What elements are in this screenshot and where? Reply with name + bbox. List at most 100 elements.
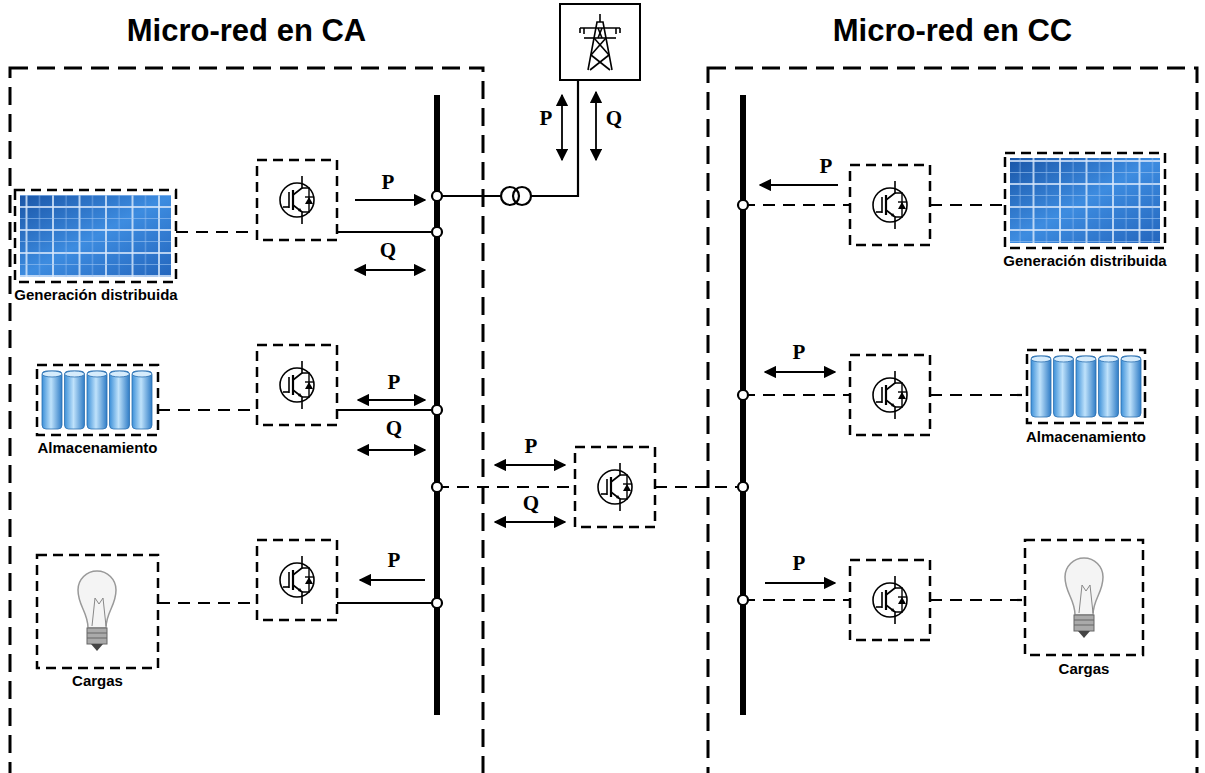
drawing-part	[1010, 158, 1160, 243]
drawing-part	[1076, 356, 1096, 362]
drawing-part	[598, 463, 632, 511]
drawing-part	[91, 644, 103, 651]
drawing-part	[337, 231, 437, 233]
flow-label: Q	[521, 493, 541, 514]
drawing-part	[1074, 625, 1094, 626]
load-bulb	[37, 555, 158, 668]
drawing-part	[738, 390, 748, 400]
component-box: Almacenamiento	[996, 428, 1176, 447]
drawing-part	[560, 4, 640, 80]
drawing-part	[738, 482, 748, 492]
drawing-part	[158, 409, 257, 411]
drawing-part	[1099, 356, 1119, 362]
drawing-part	[765, 582, 835, 584]
flow-label: P	[791, 342, 808, 363]
flow-label: P	[791, 553, 808, 574]
drawing-part	[78, 571, 116, 628]
component-box: Cargas	[1025, 660, 1143, 679]
drawing-part	[1031, 356, 1051, 417]
drawing-part	[437, 486, 575, 488]
drawing-part	[355, 199, 425, 201]
drawing-part	[495, 464, 565, 466]
component-label: Cargas	[1025, 660, 1143, 679]
component-label: Cargas	[37, 672, 158, 691]
drawing-part	[432, 227, 442, 237]
flow-label: Q	[604, 108, 624, 129]
region-title: Micro-red en CC	[708, 12, 1197, 49]
drawing-part	[37, 555, 158, 668]
drawing-part	[1065, 558, 1103, 615]
drawing-part	[873, 576, 907, 624]
drawing-part	[1079, 585, 1093, 613]
wiring	[158, 200, 1027, 608]
drawing-part	[591, 38, 606, 55]
drawing-part	[132, 371, 152, 377]
drawing-part	[930, 204, 1005, 206]
drawing-part	[65, 371, 85, 429]
drawing-part	[158, 602, 257, 604]
drawing-part	[743, 599, 850, 601]
component-box: Generación distribuida	[1000, 252, 1170, 271]
drawing-part	[42, 371, 62, 429]
drawing-part	[738, 200, 748, 210]
drawing-part	[743, 394, 850, 396]
drawing-part	[760, 184, 838, 186]
drawing-part	[432, 405, 442, 415]
drawing-part	[432, 482, 442, 492]
drawing-part	[588, 22, 612, 70]
drawing-part	[432, 191, 442, 201]
drawing-part	[1054, 356, 1074, 417]
flow-label: Q	[384, 418, 404, 439]
drawing-part	[930, 599, 1025, 601]
drawing-part	[1074, 620, 1094, 621]
drawing-part	[599, 14, 601, 22]
drawing-part	[930, 394, 1027, 396]
microgrid-region: Micro-red en CAGeneración distribuidaAlm…	[10, 8, 483, 773]
drawing-part	[850, 165, 930, 245]
drawing-part	[598, 28, 602, 38]
drawing-part	[1031, 356, 1051, 362]
drawing-part	[561, 95, 563, 160]
battery-bank	[1027, 350, 1145, 423]
drawing-part	[1078, 631, 1090, 638]
drawing-part	[765, 371, 835, 373]
drawing-part	[513, 187, 531, 205]
drawing-part	[437, 195, 501, 197]
flow-label: P	[523, 436, 540, 457]
region-title: Micro-red en CA	[10, 12, 483, 49]
grid-connection	[432, 80, 578, 205]
drawing-part	[531, 80, 578, 196]
drawing-part	[92, 598, 106, 626]
drawing-part	[358, 449, 425, 451]
drawing-part	[65, 371, 85, 377]
drawing-part	[584, 37, 616, 39]
drawing-part	[337, 409, 437, 411]
grid-symbol	[560, 4, 640, 80]
drawing-part	[738, 595, 748, 605]
drawing-part	[42, 371, 62, 377]
component-box: Generación distribuida	[10, 286, 182, 305]
drawing-part	[1031, 356, 1141, 417]
drawing-part	[580, 14, 620, 70]
component-box: Cargas	[37, 672, 158, 691]
drawing-part	[337, 602, 437, 604]
drawing-part	[280, 361, 314, 409]
drawing-part	[1076, 356, 1096, 417]
ac-region-outline	[10, 68, 483, 773]
drawing-part	[1005, 153, 1165, 248]
drawing-part	[850, 355, 930, 435]
drawing-part	[432, 598, 442, 608]
flow-label: P	[386, 550, 403, 571]
flow-arrows	[355, 92, 838, 583]
converter	[257, 160, 930, 640]
drawing-part	[594, 38, 609, 55]
drawing-part	[495, 521, 565, 523]
drawing-part	[257, 540, 337, 620]
drawing-part	[580, 27, 620, 29]
microgrid-region: Micro-red en CC Generación distribuidaAlm…	[708, 8, 1197, 773]
battery-bank	[37, 365, 158, 435]
drawing-part	[42, 371, 152, 429]
drawing-part	[1010, 158, 1160, 243]
dc-region-outline	[708, 68, 1197, 773]
